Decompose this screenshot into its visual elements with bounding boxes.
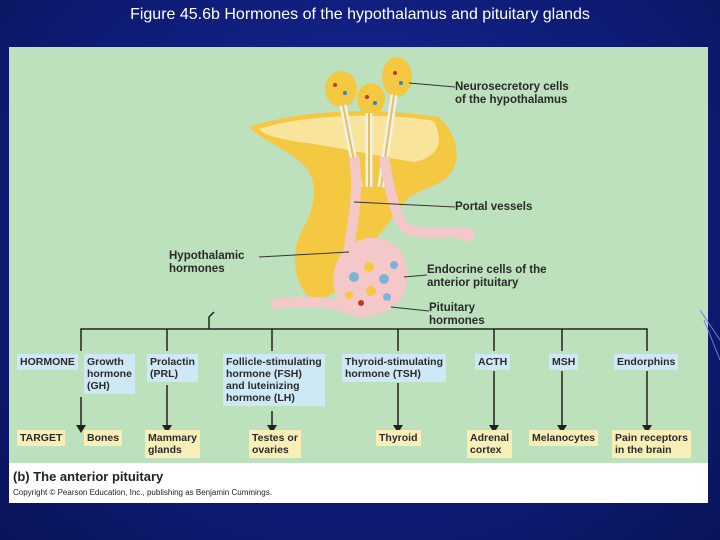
hormone-box-msh: MSH [549, 354, 579, 370]
branch-lines [80, 311, 648, 351]
label-neurosecretory-cells: Neurosecretory cells of the hypothalamus [455, 81, 569, 106]
leader-lines [258, 82, 456, 312]
hormone-target-arrows [80, 371, 648, 427]
hormone-box-fsh-lh: Follicle-stimulating hormone (FSH) and l… [223, 354, 325, 406]
figure-caption: (b) The anterior pituitary [13, 469, 164, 484]
target-row-header: TARGET [17, 430, 66, 446]
label-hypothalamic-hormones: Hypothalamic hormones [169, 250, 245, 275]
hormone-box-gh: Growth hormone (GH) [84, 354, 135, 394]
target-box-pain-receptors: Pain receptors in the brain [612, 430, 691, 458]
arrowheads [76, 425, 652, 433]
label-portal-vessels: Portal vessels [455, 201, 533, 213]
figure: Neurosecretory cells of the hypothalamus… [9, 47, 708, 503]
target-box-bones: Bones [84, 430, 123, 446]
hormone-box-prl: Prolactin (PRL) [147, 354, 198, 382]
target-box-mammary-glands: Mammary glands [145, 430, 201, 458]
copyright-notice: Copyright © Pearson Education, Inc., pub… [13, 488, 272, 497]
pituitary-outflow [269, 296, 391, 318]
slide-decoration-lines [700, 309, 720, 361]
target-box-testes-ovaries: Testes or ovaries [249, 430, 301, 458]
neurosecretory-cells [325, 57, 412, 188]
hormone-box-endorphins: Endorphins [614, 354, 679, 370]
endocrine-cells [345, 261, 398, 306]
label-endocrine-cells: Endocrine cells of the anterior pituitar… [427, 264, 547, 289]
target-box-thyroid: Thyroid [376, 430, 421, 446]
pituitary-illustration [76, 57, 652, 433]
diagram-panel: Neurosecretory cells of the hypothalamus… [9, 47, 708, 463]
hormone-box-acth: ACTH [475, 354, 511, 370]
label-pituitary-hormones: Pituitary hormones [429, 302, 485, 327]
hormone-box-tsh: Thyroid-stimulating hormone (TSH) [342, 354, 446, 382]
hormone-row-header: HORMONE [17, 354, 78, 370]
target-box-melanocytes: Melanocytes [529, 430, 599, 446]
slide-title: Figure 45.6b Hormones of the hypothalamu… [130, 6, 590, 23]
target-box-adrenal-cortex: Adrenal cortex [467, 430, 513, 458]
